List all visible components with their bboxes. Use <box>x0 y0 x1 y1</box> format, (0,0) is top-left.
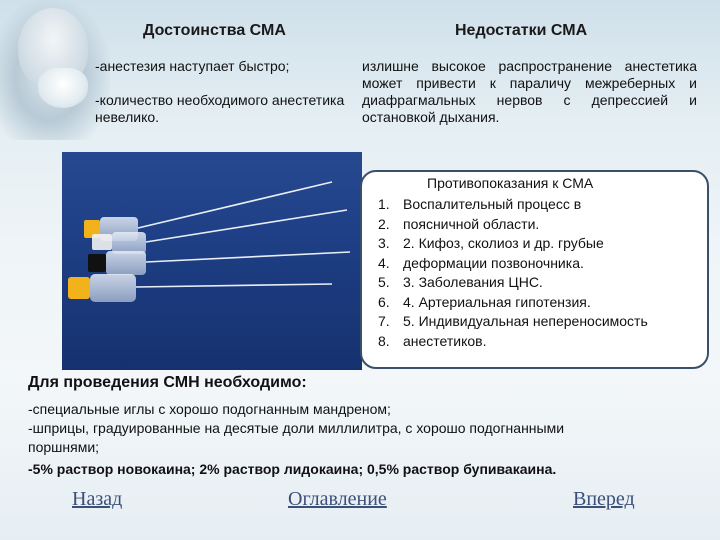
advantage-item: -анестезия наступает быстро; <box>95 58 290 74</box>
list-item: 3.2. Кифоз, сколиоз и др. грубые <box>378 235 604 251</box>
requirement-syringes: -шприцы, градуированные на десятые доли … <box>28 420 565 455</box>
list-item: 6.4. Артериальная гипотензия. <box>378 293 591 310</box>
contraindications-title: Противопоказания к СМА <box>427 175 594 191</box>
needle-bottom <box>68 274 333 302</box>
table-of-contents-link[interactable]: Оглавление <box>288 488 387 510</box>
surgeon-mask <box>38 68 88 108</box>
advantages-heading: Достоинства СМА <box>143 22 286 39</box>
spinal-needles-image <box>68 181 351 302</box>
disadvantages-text: излишне высокое распространение анестети… <box>362 58 697 125</box>
requirements-title: Для проведения СМН необходимо: <box>28 374 307 391</box>
list-item: 1.Воспалительный процесс в <box>378 196 582 212</box>
disadvantages-heading: Недостатки СМА <box>455 22 588 39</box>
contraindications-box <box>360 170 709 369</box>
needle-middle-top <box>92 209 348 254</box>
next-link[interactable]: Вперед <box>573 488 635 510</box>
list-item: 5.3. Заболевания ЦНС. <box>378 274 543 290</box>
list-item: 7.5. Индивидуальная непереносимость <box>378 313 648 329</box>
back-link[interactable]: Назад <box>72 488 123 510</box>
requirement-needles: -специальные иглы с хорошо подогнанным м… <box>28 401 391 417</box>
needle-middle-bottom <box>88 251 351 275</box>
spinal-needles-photo <box>62 152 362 370</box>
advantage-item: -количество необходимого анестетика неве… <box>95 92 345 125</box>
requirement-solutions: -5% раствор новокаина; 2% раствор лидока… <box>28 461 557 477</box>
list-item: 8.анестетиков. <box>378 332 487 349</box>
list-item: 4.деформации позвоночника. <box>378 254 584 271</box>
list-item: 2.поясничной области. <box>378 215 540 232</box>
contraindications-list: 1.Воспалительный процесс в 2.поясничной … <box>378 195 648 351</box>
